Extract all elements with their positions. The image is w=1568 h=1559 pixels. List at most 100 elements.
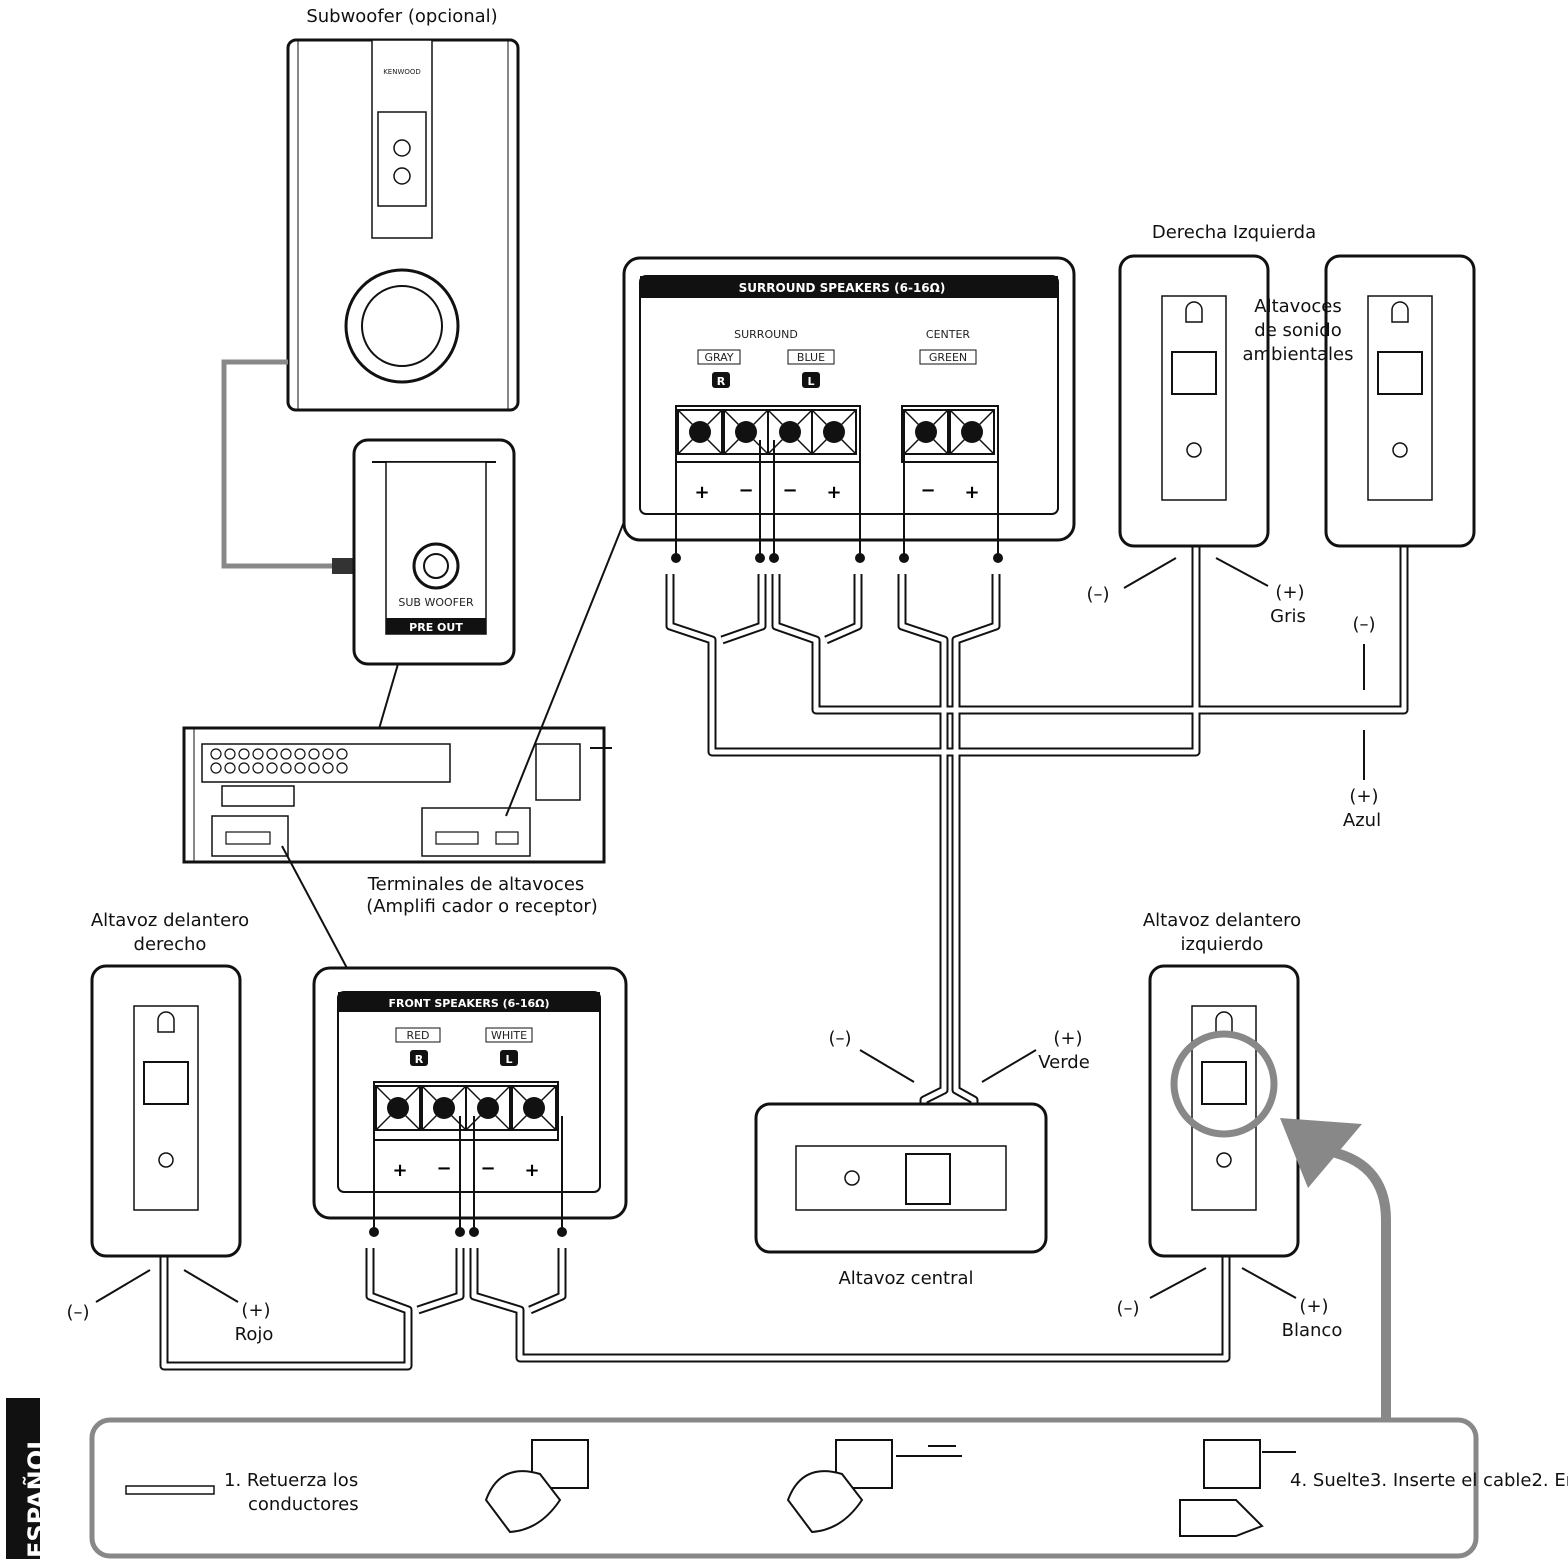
highlight-circle	[1170, 1030, 1278, 1138]
front-left-pos: (+)	[1299, 1296, 1328, 1317]
keyhole-icon	[157, 1011, 175, 1033]
front-left-caption-2: izquierdo	[1181, 934, 1264, 955]
front-plus-1: +	[392, 1160, 407, 1181]
amplifier	[182, 726, 612, 864]
rojo-label: Rojo	[235, 1324, 274, 1345]
amp-jack-icon	[252, 748, 264, 760]
amp-caption-line2: (Amplifi cador o receptor)	[366, 896, 598, 917]
tag-gray: GRAY	[704, 351, 733, 364]
front-right-neg: (–)	[66, 1302, 89, 1323]
amp-jack-icon	[210, 762, 222, 774]
sur-plus-2: +	[826, 482, 841, 503]
sur-minus-2: −	[782, 480, 797, 501]
subwoofer-caption: Subwoofer (opcional)	[306, 6, 497, 27]
sur-plus-1: +	[694, 482, 709, 503]
amp-jack-icon	[224, 748, 236, 760]
verde-label: Verde	[1038, 1052, 1090, 1073]
surround-speaker-right	[1118, 254, 1270, 548]
front-left-neg: (–)	[1116, 1298, 1139, 1319]
hand-press-icon	[484, 1439, 589, 1534]
amp-caption-line1: Terminales de altavoces	[367, 874, 585, 895]
ctr-minus: −	[920, 480, 935, 501]
amp-jack-icon	[224, 762, 236, 774]
front-right-speaker	[90, 964, 242, 1258]
keyhole-icon	[1215, 1011, 1233, 1033]
stripped-wire-icon	[125, 1485, 215, 1495]
center-speaker	[754, 1102, 1048, 1254]
step1-line1: 1. Retuerza los	[224, 1470, 358, 1491]
amp-jack-icon	[336, 762, 348, 774]
surround-speakers-panel: SURROUND SPEAKERS (6-16Ω) SURROUND CENTE…	[622, 256, 1076, 542]
front-speakers-panel: FRONT SPEAKERS (6-16Ω) RED WHITE R L + −…	[312, 966, 628, 1220]
front-minus-2: −	[480, 1158, 495, 1179]
tag-red: RED	[406, 1029, 429, 1042]
keyhole-icon	[1185, 301, 1203, 323]
surround-title-3: ambientales	[1242, 344, 1353, 365]
subwoofer-brand: KENWOOD	[383, 68, 421, 76]
steps-box: 1. Retuerza los conductores 4. Suelte3. …	[89, 1417, 1568, 1559]
tag-green: GREEN	[929, 351, 967, 364]
front-right-caption-1: Altavoz delantero	[91, 910, 249, 931]
step1-line2: conductores	[248, 1494, 359, 1515]
hand-release-icon	[1179, 1439, 1296, 1537]
front-minus-1: −	[436, 1158, 451, 1179]
ctr-plus: +	[964, 482, 979, 503]
azul-label: Azul	[1343, 810, 1381, 831]
amp-jack-icon	[294, 748, 306, 760]
hand-insert-icon	[786, 1439, 962, 1534]
sur-minus-1: −	[738, 480, 753, 501]
amp-jack-icon	[266, 748, 278, 760]
tag-white: WHITE	[491, 1029, 527, 1042]
amp-jack-icon	[210, 748, 222, 760]
sub-jack-label: SUB WOOFER	[398, 596, 474, 609]
amp-jack-icon	[308, 762, 320, 774]
surround-neg-label: (–)	[1086, 584, 1109, 605]
blanco-label: Blanco	[1282, 1320, 1343, 1341]
surround-panel-header: SURROUND SPEAKERS (6-16Ω)	[739, 281, 946, 295]
amp-jack-icon	[266, 762, 278, 774]
surround-pos-label: (+)	[1275, 582, 1304, 603]
center-pos: (+)	[1053, 1028, 1082, 1049]
language-tab: ESPAÑOL	[6, 1398, 51, 1559]
center-caption: Altavoz central	[838, 1268, 973, 1289]
front-left-speaker	[1148, 964, 1300, 1258]
front-ch-r: R	[415, 1053, 424, 1066]
surround-title-1: Altavoces	[1254, 296, 1341, 317]
amp-jack-icon	[238, 762, 250, 774]
steps-rest-text: 4. Suelte3. Inserte el cable2. En	[1290, 1470, 1568, 1491]
amp-jack-icon	[322, 762, 334, 774]
amp-jack-icon	[308, 748, 320, 760]
front-panel-header: FRONT SPEAKERS (6-16Ω)	[388, 997, 549, 1010]
language-tab-label: ESPAÑOL	[23, 1434, 51, 1558]
arrow-to-detail	[1321, 1145, 1391, 1418]
surround-title-2: de sonido	[1254, 320, 1341, 341]
surround-neg-label-2: (–)	[1352, 614, 1375, 635]
sub-jack-sublabel: PRE OUT	[409, 621, 463, 634]
surround-speaker-left	[1324, 254, 1476, 548]
surround-sides-label: Derecha Izquierda	[1152, 222, 1316, 243]
subwoofer: Subwoofer (opcional) KENWOOD	[286, 6, 520, 412]
front-plus-2: +	[524, 1160, 539, 1181]
gris-label: Gris	[1270, 606, 1306, 627]
surround-group-label: SURROUND	[734, 328, 798, 341]
surround-pos-label-2: (+)	[1349, 786, 1378, 807]
amp-jack-icon	[294, 762, 306, 774]
front-right-pos: (+)	[241, 1300, 270, 1321]
surround-ch-r: R	[717, 375, 726, 388]
amp-jack-icon	[238, 748, 250, 760]
front-right-caption-2: derecho	[134, 934, 207, 955]
amp-jack-icon	[252, 762, 264, 774]
front-ch-l: L	[505, 1053, 512, 1066]
tag-blue: BLUE	[797, 351, 825, 364]
surround-ch-l: L	[807, 375, 814, 388]
center-group-label: CENTER	[926, 328, 971, 341]
keyhole-icon	[1391, 301, 1409, 323]
front-left-caption-1: Altavoz delantero	[1143, 910, 1301, 931]
amp-jack-icon	[280, 762, 292, 774]
amp-jack-icon	[336, 748, 348, 760]
amp-jack-icon	[322, 748, 334, 760]
arrow-head-icon	[1280, 1118, 1362, 1188]
subwoofer-preout-callout: SUB WOOFER PRE OUT	[352, 438, 516, 747]
